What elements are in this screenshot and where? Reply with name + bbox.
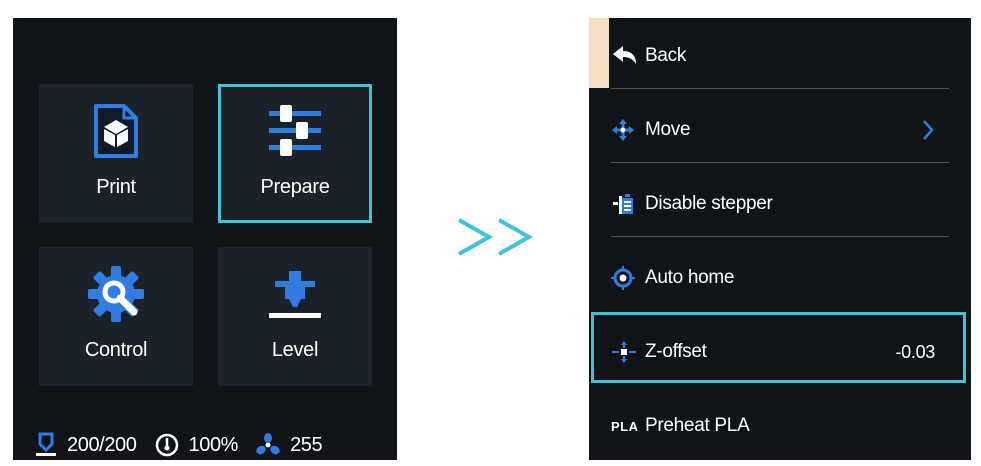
- selected-row-highlight: [591, 312, 966, 383]
- back-arrow-icon: [611, 46, 645, 66]
- move-arrows-icon: [611, 118, 645, 142]
- nozzle-level-icon: [267, 263, 323, 325]
- main-menu-screen: Print Prepare: [13, 18, 397, 460]
- menu-item-z-offset-label: Z-offset: [645, 341, 707, 362]
- menu-item-move-label: Move: [645, 119, 691, 140]
- prepare-tile-label: Prepare: [260, 176, 330, 198]
- speed-value: 100%: [188, 433, 239, 456]
- menu-item-disable-stepper-label: Disable stepper: [645, 193, 773, 214]
- prepare-menu-screen: Back Move: [589, 18, 971, 460]
- menu-item-preheat-pla-label: Preheat PLA: [645, 415, 750, 436]
- menu-item-move[interactable]: Move: [611, 94, 949, 166]
- chevron-right-icon: [921, 119, 935, 141]
- control-tile[interactable]: Control: [39, 247, 193, 386]
- control-tile-label: Control: [84, 339, 148, 361]
- menu-item-back-label: Back: [645, 45, 687, 66]
- print-tile-label: Print: [96, 176, 136, 198]
- menu-item-back[interactable]: Back: [611, 20, 949, 92]
- prepare-tile[interactable]: Prepare: [218, 84, 372, 223]
- z-offset-value: -0.03: [895, 341, 935, 362]
- level-tile[interactable]: Level: [218, 247, 372, 386]
- status-bar: 200/200 100% 255: [35, 430, 340, 460]
- menu-item-auto-home[interactable]: Auto home: [611, 242, 949, 314]
- menu-item-auto-home-label: Auto home: [645, 267, 735, 288]
- crosshair-icon: [611, 266, 645, 290]
- gear-wrench-icon: [88, 263, 144, 325]
- back-row-accent: [589, 18, 609, 88]
- fan-speed-value: 255: [290, 433, 323, 456]
- divider: [611, 162, 949, 163]
- speed-gauge-icon: [155, 433, 179, 457]
- bed-temperature-value: 200/200: [67, 433, 137, 456]
- menu-item-disable-stepper[interactable]: Disable stepper: [611, 168, 949, 240]
- bed-temperature-icon: [35, 432, 57, 458]
- print-tile[interactable]: Print: [39, 84, 193, 223]
- pla-icon-text: PLA: [611, 418, 639, 434]
- pla-icon: PLA: [611, 419, 645, 434]
- menu-item-preheat-pla[interactable]: PLA Preheat PLA: [611, 390, 949, 460]
- z-offset-icon: [611, 340, 645, 364]
- sliders-icon: [267, 100, 323, 162]
- divider: [611, 88, 949, 89]
- transition-arrows-icon: [455, 214, 539, 260]
- level-tile-label: Level: [271, 339, 319, 361]
- print-file-icon: [92, 100, 140, 162]
- menu-item-z-offset[interactable]: Z-offset -0.03: [611, 316, 949, 388]
- divider: [611, 236, 949, 237]
- stepper-icon: [611, 192, 645, 216]
- fan-icon: [256, 433, 280, 457]
